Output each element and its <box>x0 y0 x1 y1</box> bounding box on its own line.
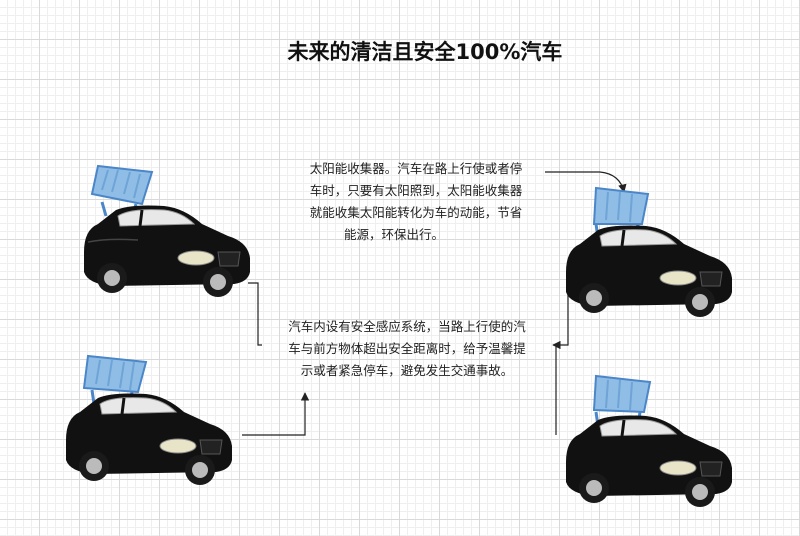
solar-note-line: 太阳能收集器。汽车在路上行使或者停 <box>309 161 523 176</box>
diagram-title: 未来的清洁且安全100%汽车 <box>287 40 563 64</box>
solar-car-top-left <box>84 164 250 297</box>
solar-note-line: 能源，环保出行。 <box>344 227 445 242</box>
solar-car-bottom-left <box>66 354 232 485</box>
safety-note-line: 汽车内设有安全感应系统，当路上行使的汽 <box>288 319 526 334</box>
solar-car-top-right <box>566 186 732 317</box>
car-body-icon <box>566 225 732 317</box>
car-body-icon <box>84 205 250 297</box>
solar-note-line: 就能收集太阳能转化为车的动能，节省 <box>309 205 523 220</box>
solar-arrow <box>545 171 627 193</box>
safety-note-line: 示或者紧急停车，避免发生交通事故。 <box>300 363 514 378</box>
solar-car-bottom-right <box>566 374 732 507</box>
safety-note-line: 车与前方物体超出安全距离时，给予温馨提 <box>288 341 526 356</box>
left-bottom-arrow <box>242 392 310 436</box>
left-top-connector <box>248 282 262 346</box>
solar-collector-note: 太阳能收集器。汽车在路上行使或者停 车时，只要有太阳照到，太阳能收集器 就能收集… <box>282 158 550 246</box>
safety-system-note: 汽车内设有安全感应系统，当路上行使的汽 车与前方物体超出安全距离时，给予温馨提 … <box>262 316 552 382</box>
car-body-icon <box>66 393 232 485</box>
solar-note-line: 车时，只要有太阳照到，太阳能收集器 <box>309 183 523 198</box>
car-body-icon <box>566 415 732 507</box>
